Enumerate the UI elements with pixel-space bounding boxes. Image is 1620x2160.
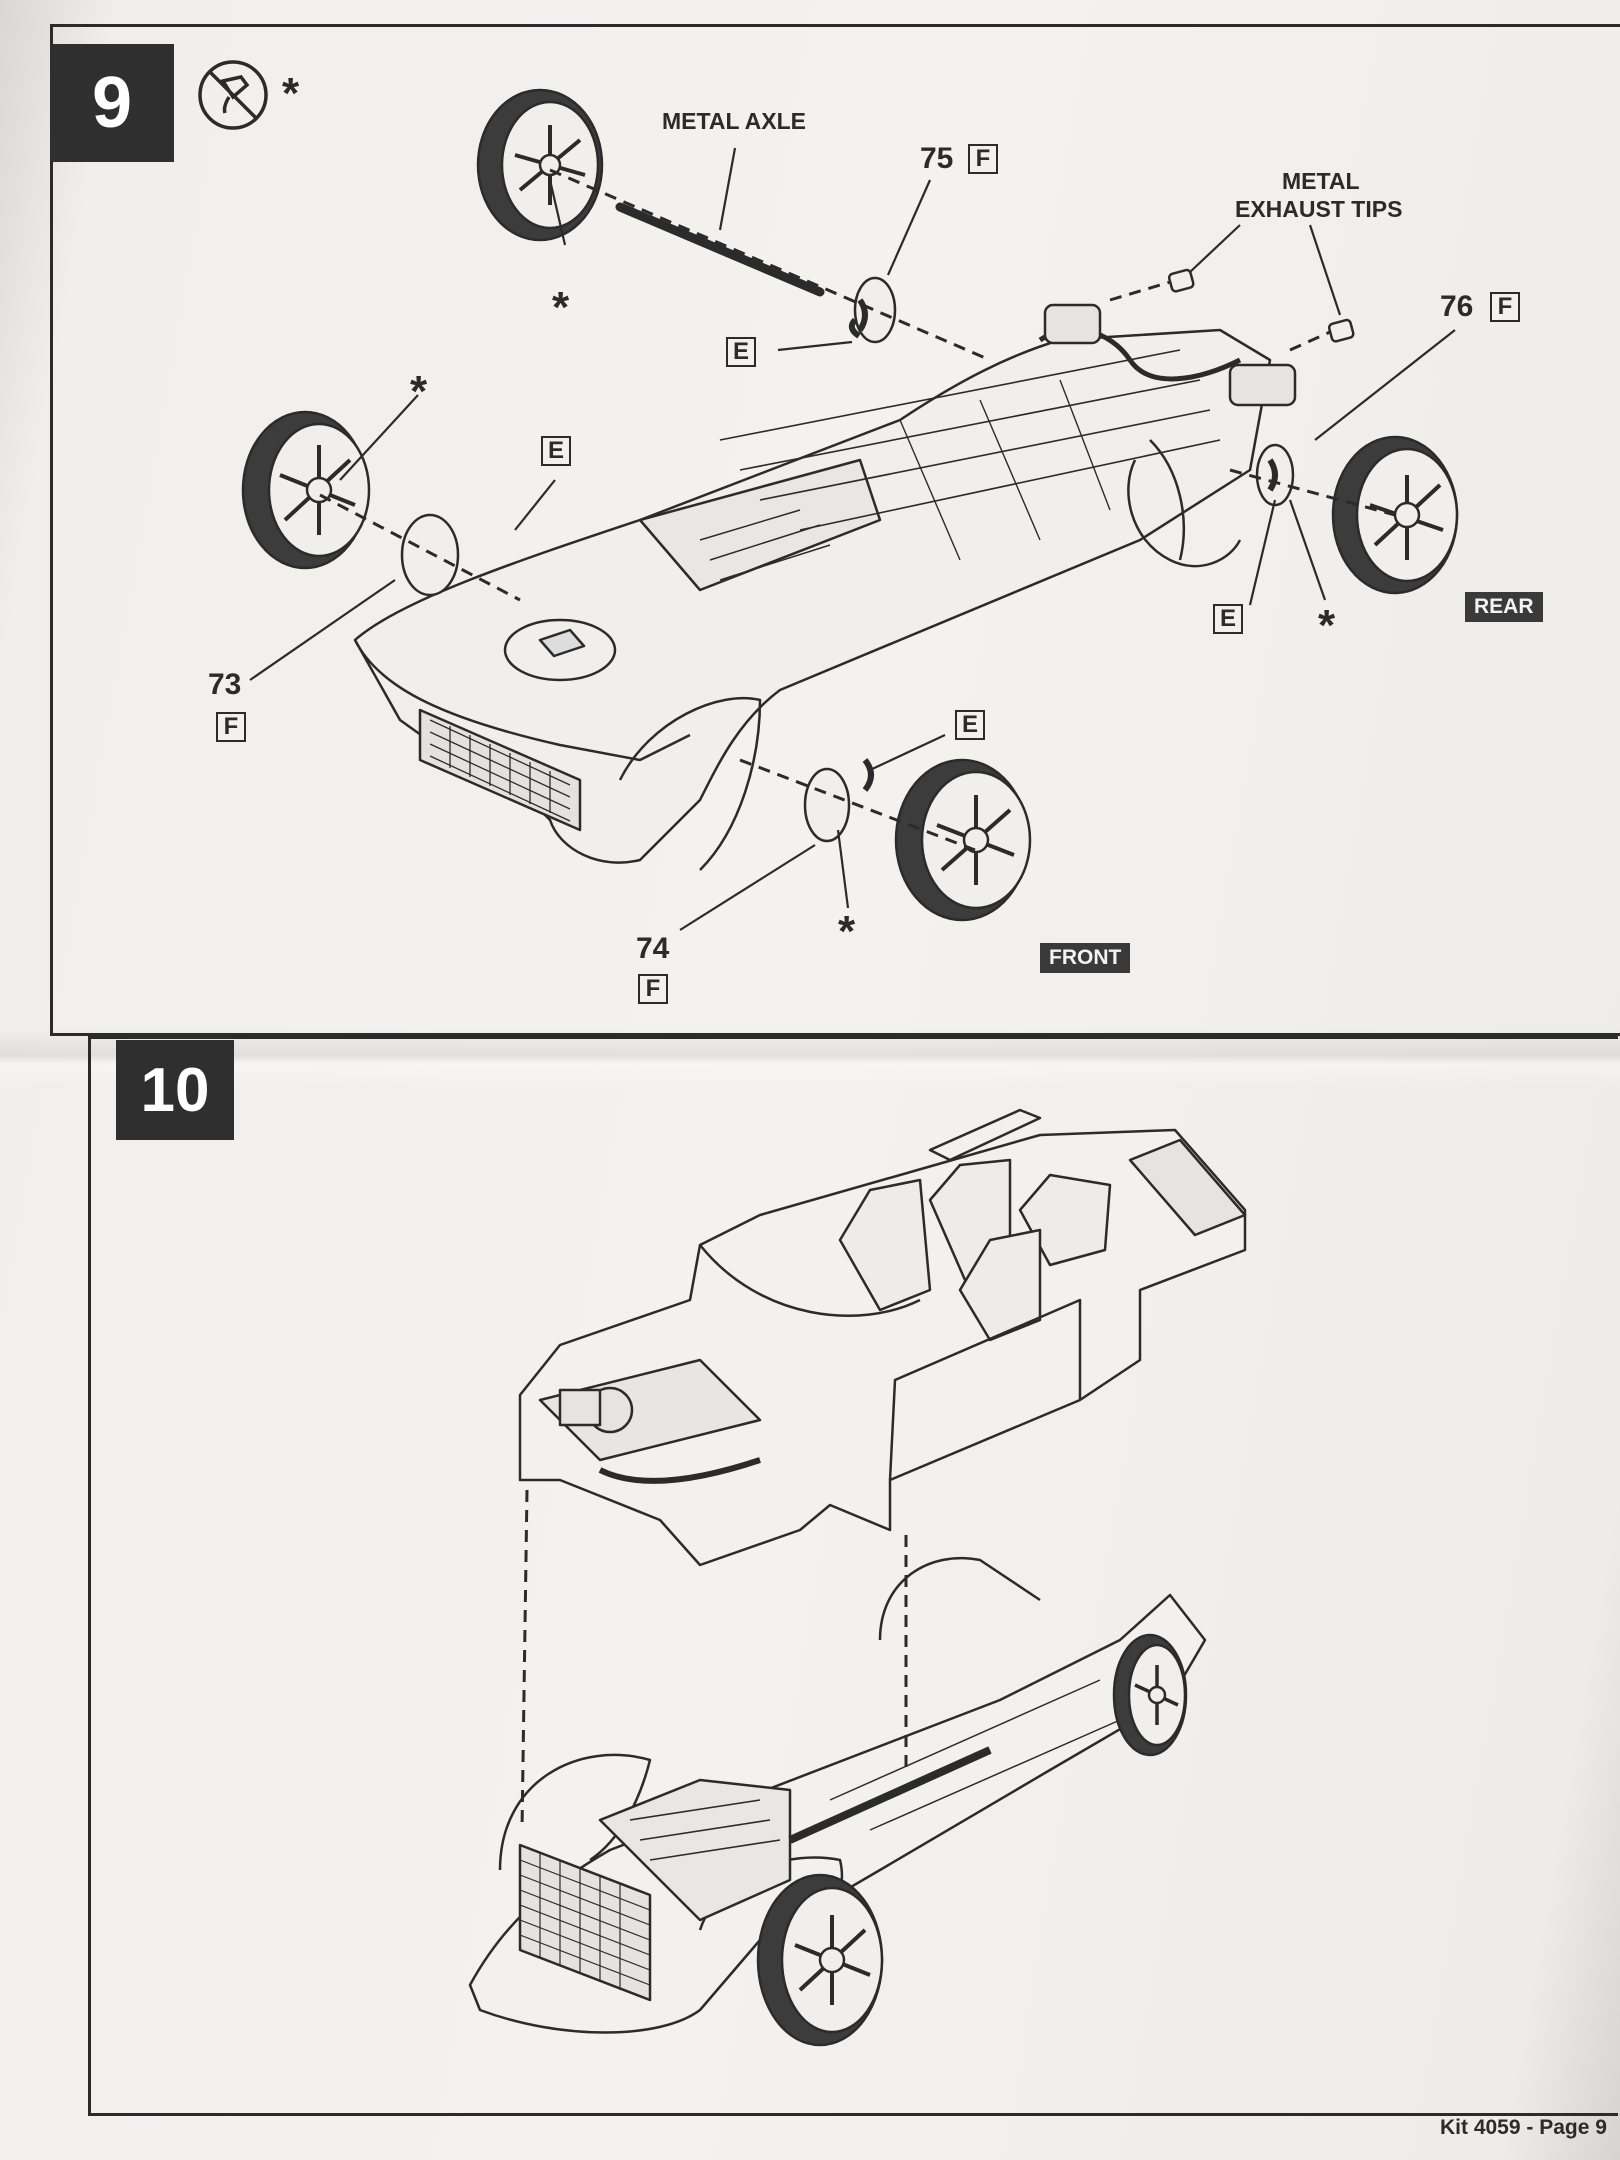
step-9-panel — [50, 24, 1620, 1036]
part-73-number: 73 — [208, 668, 242, 701]
step-10-panel — [88, 1036, 1618, 2116]
part-74-tree: F — [638, 974, 668, 1004]
metal-axle-label: METAL AXLE — [662, 108, 806, 134]
asterisk-front-right: * — [838, 907, 856, 956]
front-tag: FRONT — [1040, 943, 1131, 973]
part-76-number: 76 — [1440, 290, 1474, 323]
rear-tag: REAR — [1465, 592, 1543, 622]
exhaust-tips-label: EXHAUST TIPS — [1235, 196, 1403, 222]
tree-e-label-front-right: E — [955, 710, 985, 740]
part-73-tree: F — [216, 712, 246, 742]
metal-label: METAL — [1282, 168, 1360, 194]
asterisk-front-left: * — [410, 367, 428, 416]
part-74-number: 74 — [636, 932, 670, 965]
footer-page-label: Kit 4059 - Page 9 — [1440, 2116, 1607, 2139]
asterisk-rear-right: * — [1318, 601, 1336, 650]
tree-e-label-front-left: E — [541, 436, 571, 466]
step-10-number: 10 — [116, 1040, 234, 1140]
icon-asterisk: * — [282, 69, 300, 118]
asterisk-rear-left: * — [552, 283, 570, 332]
part-75-tree: F — [968, 144, 998, 174]
step-9-number: 9 — [50, 44, 174, 162]
tree-e-label-rear-right: E — [1213, 604, 1243, 634]
tree-e-label-rear-axle: E — [726, 337, 756, 367]
part-76-tree: F — [1490, 292, 1520, 322]
part-75-number: 75 — [920, 142, 954, 175]
